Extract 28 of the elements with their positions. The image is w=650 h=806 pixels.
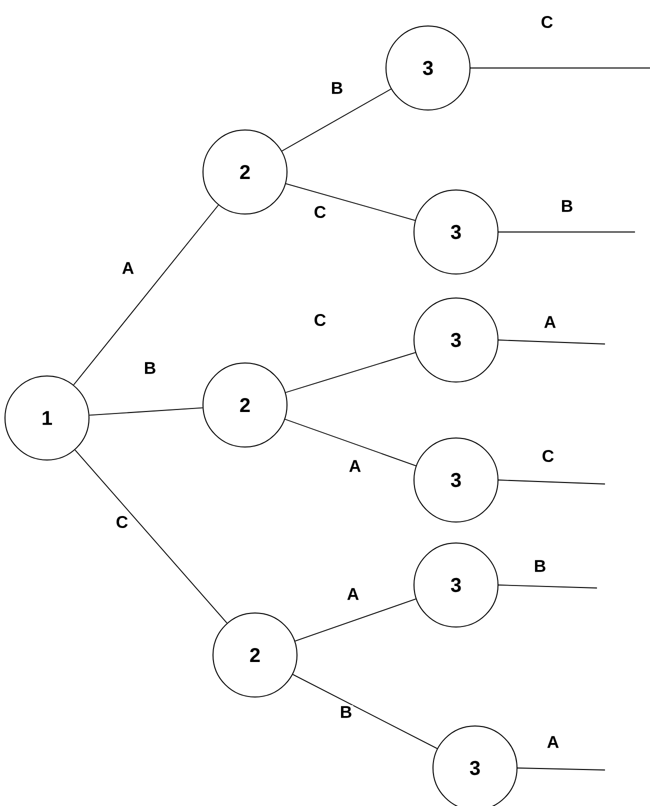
- edge-label: A: [546, 735, 560, 749]
- edge-label: C: [540, 449, 556, 464]
- branch-line: [282, 88, 392, 152]
- edge-label: B: [560, 199, 574, 213]
- outcome-line: [517, 768, 606, 770]
- edge-label: A: [542, 315, 558, 329]
- edge-label: B: [330, 81, 344, 95]
- branch-line: [285, 352, 416, 393]
- edge-label: C: [312, 312, 328, 328]
- branch-line: [294, 598, 416, 642]
- branch-line: [74, 450, 228, 624]
- edge-label: B: [142, 361, 158, 375]
- branch-line: [285, 183, 416, 221]
- edge-label: C: [312, 205, 328, 220]
- edge-label: A: [120, 261, 136, 275]
- edge-label: C: [114, 514, 130, 530]
- outcome-line: [498, 340, 606, 344]
- edge-label: B: [338, 705, 354, 719]
- outcome-line: [498, 584, 598, 588]
- branch-line: [73, 204, 219, 386]
- branch-line: [292, 674, 438, 750]
- edge-label: B: [532, 559, 548, 573]
- edge-label: A: [346, 587, 360, 601]
- edge-label: C: [540, 15, 554, 30]
- branch-line: [284, 418, 416, 466]
- outcome-line: [498, 480, 606, 484]
- edge-label: A: [348, 459, 362, 473]
- branch-line: [88, 407, 204, 416]
